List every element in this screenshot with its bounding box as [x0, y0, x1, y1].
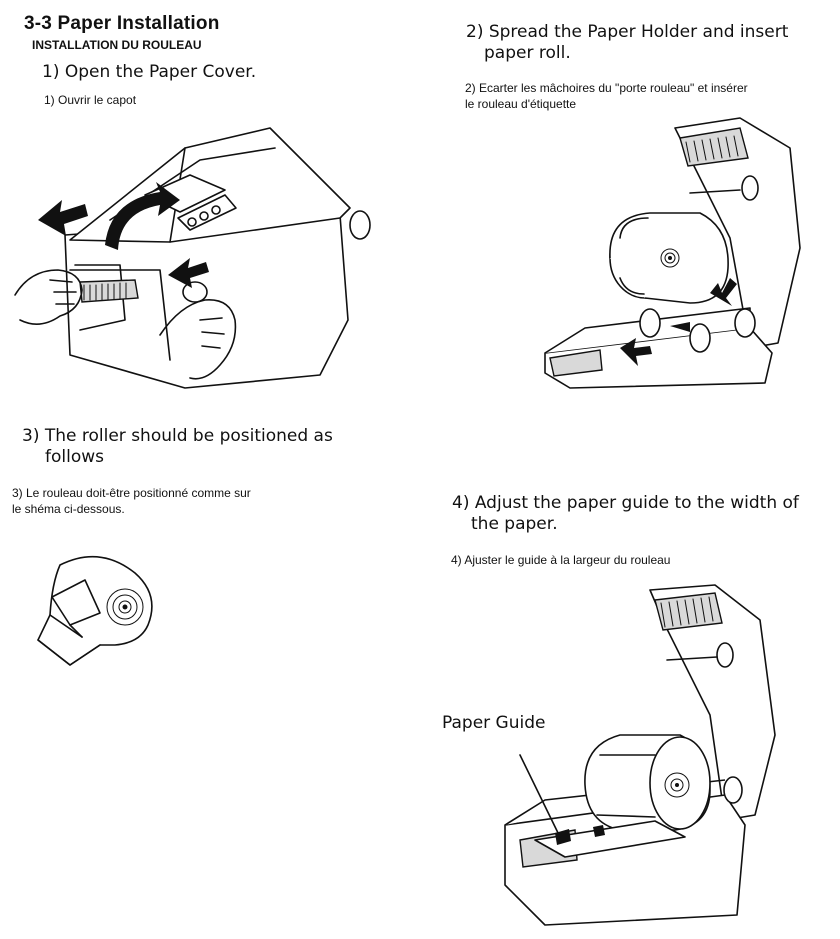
step-3-title-line1: 3) The roller should be positioned as — [22, 426, 333, 446]
step-2-title-line2: paper roll. — [484, 43, 571, 63]
step-1-title-line1: 1) Open the Paper Cover. — [42, 62, 257, 82]
step-3-title: 3) The roller should be positioned as fo… — [22, 426, 352, 468]
step-2-french-line1: 2) Ecarter les mâchoires du "porte roule… — [465, 81, 748, 95]
section-title: 3-3 Paper Installation — [24, 13, 220, 34]
step-3-french-line2: le shéma ci-dessous. — [12, 502, 125, 516]
step-2-title-line1: 2) Spread the Paper Holder and insert — [466, 22, 789, 42]
step-2-french: 2) Ecarter les mâchoires du "porte roule… — [465, 80, 835, 112]
printer-open-cover-illustration — [14, 127, 371, 389]
step-4-french: 4) Ajuster le guide à la largeur du roul… — [451, 553, 671, 567]
step-4-title-line2: the paper. — [471, 514, 558, 534]
step-2-french-line2: le rouleau d'étiquette — [465, 97, 577, 111]
step-3-french: 3) Le rouleau doit-être positionné comme… — [12, 485, 332, 517]
step-2-title: 2) Spread the Paper Holder and insert pa… — [466, 22, 836, 64]
step-3-french-line1: 3) Le rouleau doit-être positionné comme… — [12, 486, 251, 500]
step-4-title-line1: 4) Adjust the paper guide to the width o… — [452, 493, 799, 513]
label-roll-illustration — [37, 555, 153, 666]
step-4-title: 4) Adjust the paper guide to the width o… — [452, 493, 836, 535]
printer-paper-guide-illustration — [504, 584, 776, 926]
step-3-title-line2: follows — [45, 447, 104, 467]
printer-insert-roll-illustration — [544, 117, 801, 389]
paper-guide-label: Paper Guide — [442, 713, 546, 733]
section-subtitle: INSTALLATION DU ROULEAU — [32, 38, 202, 52]
step-1-title: 1) Open the Paper Cover. — [42, 62, 256, 83]
step-1-french: 1) Ouvrir le capot — [44, 93, 137, 107]
